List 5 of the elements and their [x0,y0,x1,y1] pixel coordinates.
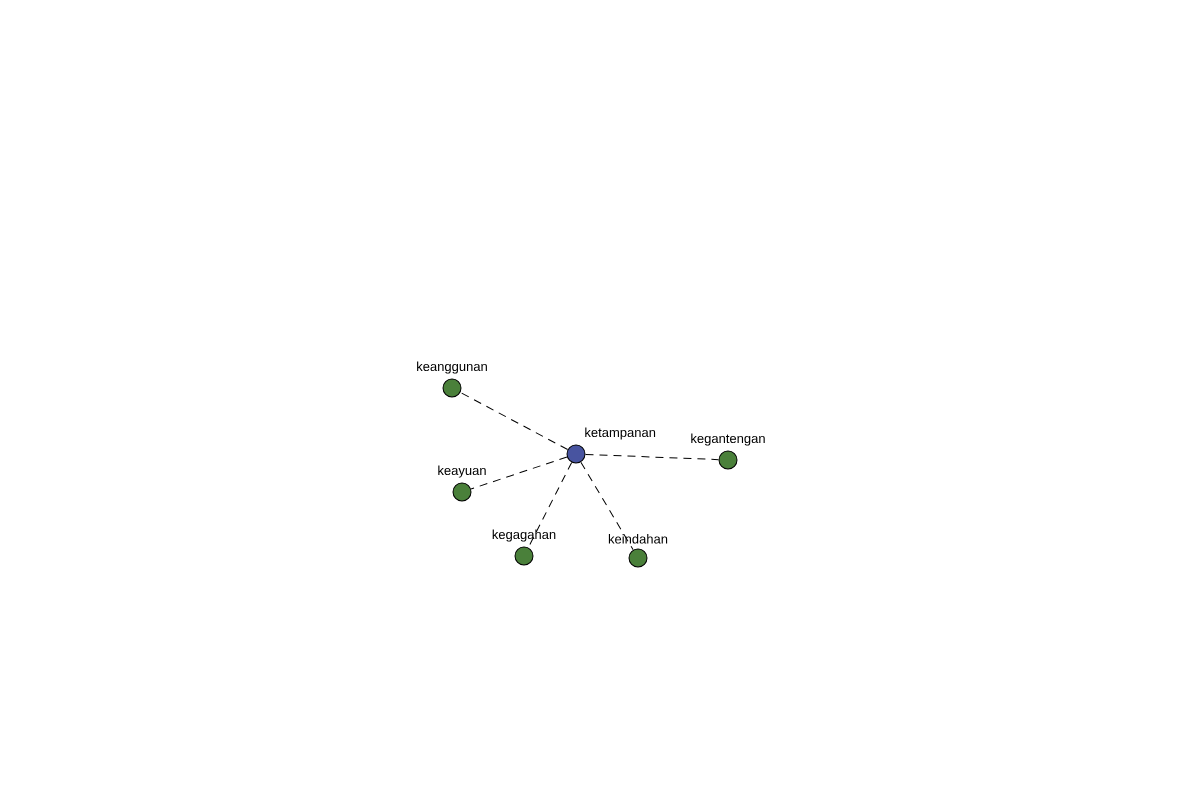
connector-line [580,461,634,551]
connector-line [527,461,573,549]
connector-line [585,453,719,461]
connector-line [470,456,568,490]
connector-line [459,391,569,451]
